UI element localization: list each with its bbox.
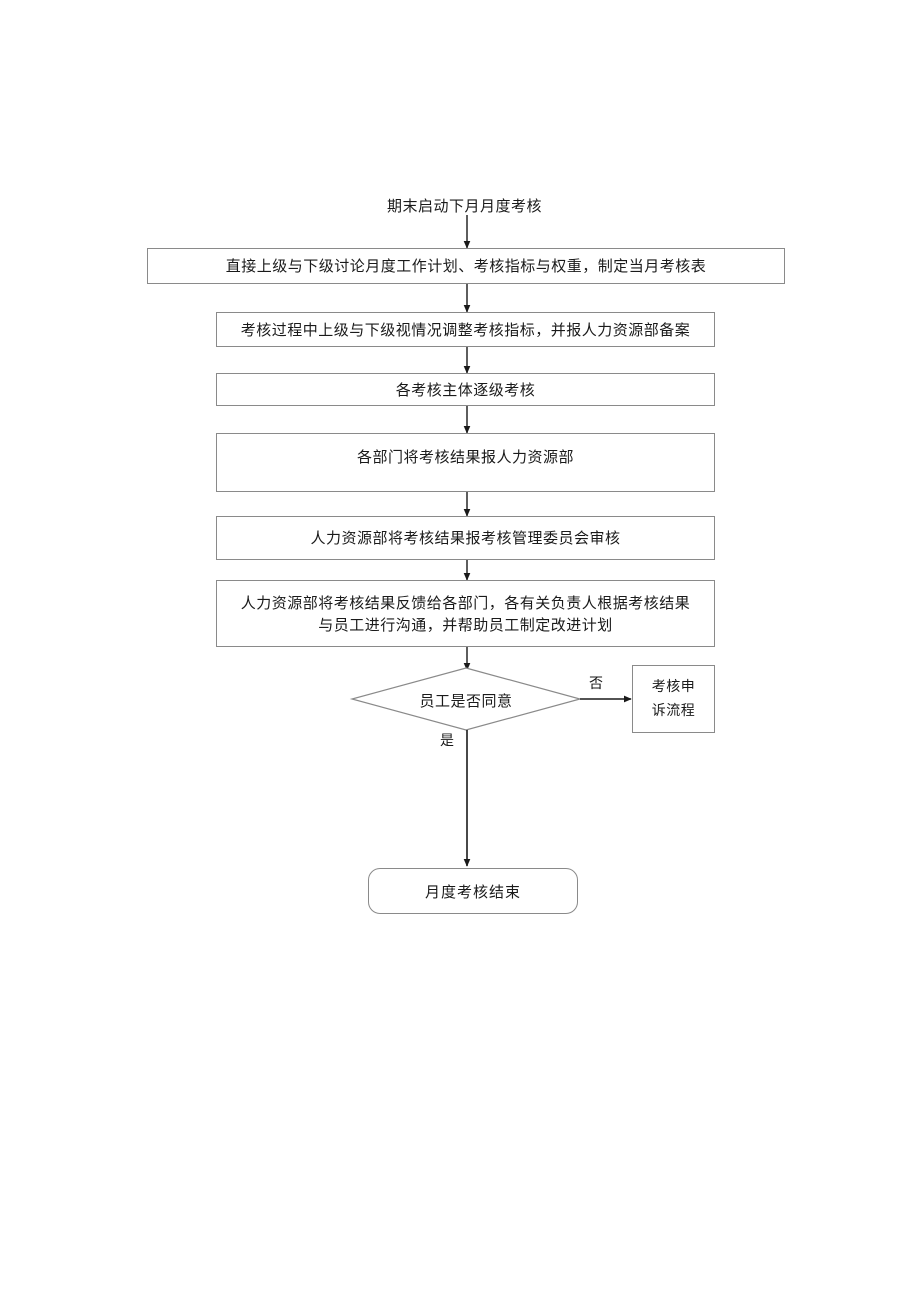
edge-label-no: 否: [589, 676, 603, 692]
process-node-step6-line2: 与员工进行沟通，并帮助员工制定改进计划: [318, 615, 613, 634]
edge-label-yes: 是: [440, 733, 454, 749]
process-node-appeal: 考核申 诉流程: [632, 665, 715, 733]
process-node-step1: 直接上级与下级讨论月度工作计划、考核指标与权重，制定当月考核表: [147, 248, 785, 284]
process-node-step6-line1: 人力资源部将考核结果反馈给各部门，各有关负责人根据考核结果: [240, 593, 691, 612]
process-node-appeal-line2: 诉流程: [651, 703, 696, 719]
process-node-appeal-line1: 考核申: [651, 679, 696, 695]
process-node-step5: 人力资源部将考核结果报考核管理委员会审核: [216, 516, 715, 560]
process-node-step4: 各部门将考核结果报人力资源部: [216, 433, 715, 492]
process-node-step3: 各考核主体逐级考核: [216, 373, 715, 406]
terminator-node-end: 月度考核结束: [368, 868, 578, 914]
start-label: 期末启动下月月度考核: [387, 197, 543, 215]
process-node-step2: 考核过程中上级与下级视情况调整考核指标，并报人力资源部备案: [216, 312, 715, 347]
decision-node-label: 员工是否同意: [419, 692, 513, 710]
process-node-step6: 人力资源部将考核结果反馈给各部门，各有关负责人根据考核结果 与员工进行沟通，并帮…: [216, 580, 715, 647]
